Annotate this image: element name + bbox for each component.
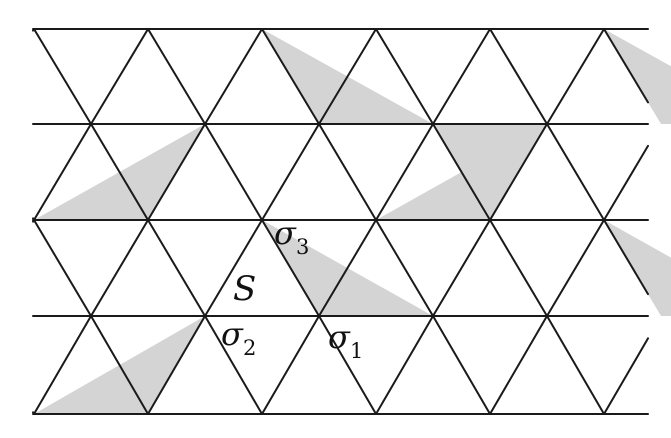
label-sigma2: σ 2 xyxy=(221,315,256,360)
slanted-edge xyxy=(33,315,92,415)
svg-text:3: 3 xyxy=(296,235,309,259)
slanted-edge xyxy=(33,123,92,221)
slanted-edge xyxy=(90,123,149,221)
slanted-edge xyxy=(261,315,320,415)
slanted-edge xyxy=(489,123,548,221)
slanted-edge xyxy=(603,144,649,221)
slanted-edge xyxy=(489,28,548,125)
slanted-edge xyxy=(489,315,548,415)
slanted-edge xyxy=(261,123,320,221)
svg-text:σ: σ xyxy=(274,214,297,252)
slanted-edge xyxy=(147,315,206,415)
slanted-edge xyxy=(318,28,377,125)
slanted-edge xyxy=(33,219,92,317)
shaded-triangle xyxy=(604,220,671,316)
slanted-edge xyxy=(489,219,548,317)
slanted-edge xyxy=(546,123,605,221)
label-sigma1: σ 1 xyxy=(328,318,363,363)
svg-text:σ: σ xyxy=(328,318,351,356)
slanted-edge xyxy=(204,28,263,125)
slanted-edge xyxy=(261,28,320,125)
slanted-edge xyxy=(147,219,206,317)
slanted-edge xyxy=(33,28,92,125)
slanted-edge xyxy=(147,123,206,221)
label-S: S xyxy=(233,269,256,309)
slanted-edge xyxy=(204,219,263,317)
label-sigma3: σ 3 xyxy=(274,214,309,259)
slanted-edge xyxy=(432,123,491,221)
lattice-lines xyxy=(32,28,649,415)
slanted-edge xyxy=(546,28,605,125)
slanted-edge xyxy=(546,219,605,317)
slanted-edge xyxy=(204,123,263,221)
slanted-edge xyxy=(261,219,320,317)
slanted-edge xyxy=(90,315,149,415)
slanted-edge xyxy=(603,337,649,415)
slanted-edge xyxy=(318,123,377,221)
slanted-edge xyxy=(603,219,649,296)
slanted-edge xyxy=(432,28,491,125)
slanted-edge xyxy=(90,219,149,317)
slanted-edge xyxy=(90,28,149,125)
slanted-edge xyxy=(318,315,377,415)
shaded-triangle xyxy=(604,29,671,124)
slanted-edge xyxy=(603,28,649,104)
slanted-edge xyxy=(375,315,434,415)
svg-text:σ: σ xyxy=(221,315,244,353)
slanted-edge xyxy=(375,28,434,125)
svg-text:1: 1 xyxy=(350,339,363,363)
shaded-triangle xyxy=(433,124,547,220)
slanted-edge xyxy=(204,315,263,415)
slanted-edge xyxy=(318,219,377,317)
slanted-edge xyxy=(375,219,434,317)
slanted-edge xyxy=(432,315,491,415)
slanted-edge xyxy=(432,219,491,317)
slanted-edge xyxy=(375,123,434,221)
slanted-edge xyxy=(546,315,605,415)
slanted-edge xyxy=(147,28,206,125)
svg-text:2: 2 xyxy=(243,336,256,360)
